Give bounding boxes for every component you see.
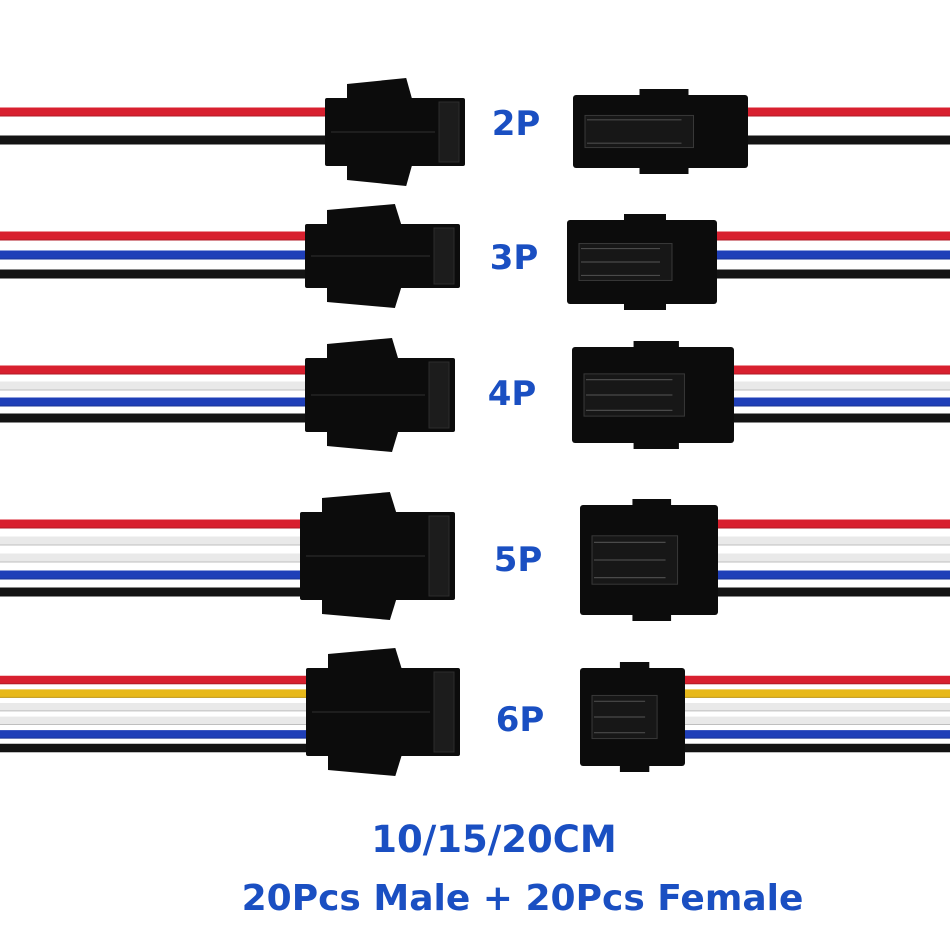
connector-row-5p <box>0 492 950 621</box>
female-slot <box>584 114 694 149</box>
male-latch-bottom <box>327 288 402 308</box>
label-6p: 6P <box>495 700 545 740</box>
connector-row-4p <box>0 338 950 452</box>
connector-row-3p <box>0 204 950 310</box>
male-latch-top <box>327 204 402 224</box>
male-housing-face <box>428 361 450 429</box>
male-latch-bottom <box>347 166 412 186</box>
length-caption: 10/15/20CM <box>371 818 617 861</box>
male-latch-bottom <box>327 432 398 452</box>
male-housing-face <box>428 515 450 597</box>
label-4p: 4P <box>487 374 537 414</box>
male-housing-face <box>433 671 455 753</box>
male-latch-top <box>322 492 397 512</box>
connector-row-6p <box>0 648 950 776</box>
male-latch-top <box>347 78 412 98</box>
male-latch-top <box>327 338 398 358</box>
male-latch-bottom <box>328 756 402 776</box>
male-housing-face <box>433 227 455 285</box>
label-5p: 5P <box>493 540 543 580</box>
male-latch-bottom <box>322 600 397 620</box>
quantity-caption: 20Pcs Male + 20Pcs Female <box>241 878 804 919</box>
label-3p: 3P <box>489 238 539 278</box>
connector-row-2p <box>0 78 950 186</box>
male-latch-top <box>328 648 402 668</box>
label-2p: 2P <box>491 104 541 144</box>
male-housing-face <box>438 101 460 163</box>
